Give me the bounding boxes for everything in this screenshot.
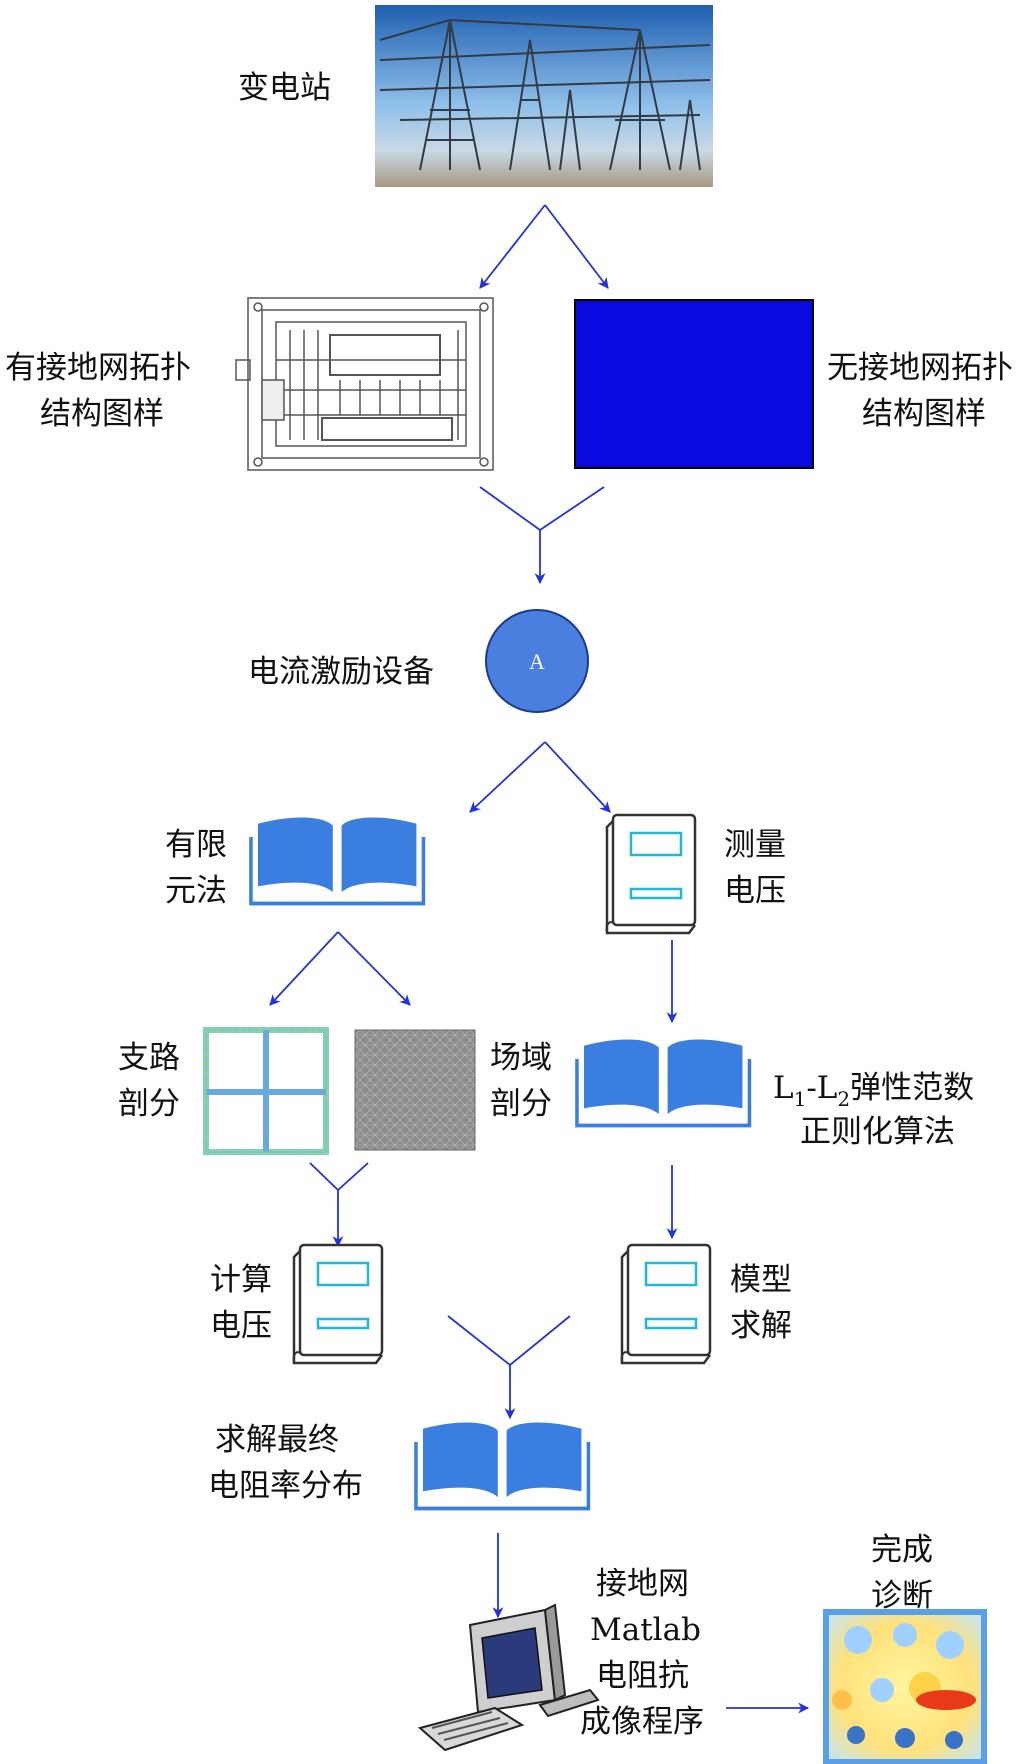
excitation-node: [485, 609, 589, 713]
excitation-node-letter: A: [529, 649, 545, 674]
arrow-to-topology-right: [544, 204, 609, 289]
diagnosis-label-1: 完成: [871, 1532, 933, 1568]
program-label-1: 接地网: [596, 1566, 689, 1602]
measure-label-1: 测量: [724, 827, 786, 863]
final-label-2: 电阻率分布: [208, 1468, 363, 1504]
excitation-label: 电流激励设备: [248, 654, 434, 690]
compute-label-1: 计算: [210, 1262, 272, 1298]
program-label-2: Matlab: [590, 1612, 701, 1648]
without-grid-label-1: 无接地网拓扑: [827, 350, 1013, 386]
measure-label-2: 电压: [724, 873, 786, 909]
arrow-to-topology-left: [479, 204, 546, 289]
without-grid-label-2: 结构图样: [862, 396, 986, 432]
merge-lines-topology: [479, 486, 605, 532]
program-label-4: 成像程序: [580, 1704, 704, 1740]
regularization-label-1: L1-L2弹性范数: [773, 1070, 974, 1111]
field-mesh: [354, 1029, 476, 1151]
fem-label-1: 有限: [165, 827, 227, 863]
with-grid-label-2: 结构图样: [40, 396, 164, 432]
field-label-2: 剖分: [490, 1086, 552, 1122]
grounding-grid-drawing: [235, 297, 494, 471]
program-label-3: 电阻抗: [596, 1658, 689, 1694]
regularization-label-2: 正则化算法: [800, 1114, 955, 1150]
field-label-1: 场域: [490, 1040, 552, 1076]
with-grid-label-1: 有接地网拓扑: [5, 350, 191, 386]
final-label-1: 求解最终: [215, 1422, 339, 1458]
branch-mesh: [203, 1027, 329, 1155]
model-book: [620, 1243, 712, 1365]
diagnosis-heatmap: [823, 1609, 987, 1764]
substation-label: 变电站: [238, 70, 331, 106]
arrow-to-measure: [544, 741, 611, 813]
arrow-to-field: [337, 931, 411, 1006]
fem-label-2: 元法: [165, 873, 227, 909]
branch-label-1: 支路: [118, 1040, 180, 1076]
diagnosis-label-2: 诊断: [871, 1578, 933, 1614]
substation-photo: [375, 5, 713, 187]
arrow-to-branch: [269, 931, 339, 1006]
compute-book: [292, 1243, 384, 1365]
measure-book: [605, 813, 697, 935]
merge-lines-voltage: [447, 1315, 571, 1367]
model-label-2: 求解: [730, 1308, 792, 1344]
computer-icon: [417, 1603, 600, 1752]
merge-lines-mesh: [309, 1162, 369, 1192]
no-grid-placeholder: [574, 299, 814, 469]
model-label-1: 模型: [730, 1262, 792, 1298]
arrow-to-fem: [469, 741, 546, 813]
regularization-book: [577, 1039, 749, 1125]
fem-book: [251, 817, 423, 903]
final-book: [416, 1422, 588, 1508]
compute-label-2: 电压: [210, 1308, 272, 1344]
branch-label-2: 剖分: [118, 1086, 180, 1122]
